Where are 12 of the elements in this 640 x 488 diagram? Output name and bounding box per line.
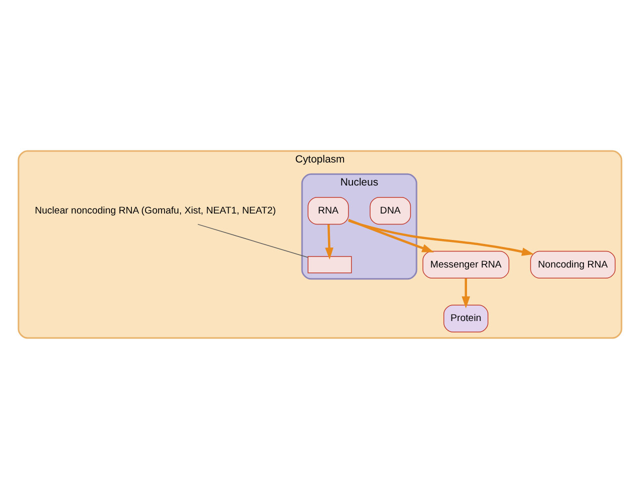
- node-text: Nuclear noncoding RNA (Gomafu, Xist, NEAT1, NEAT2): [34, 204, 276, 216]
- arrow: [462, 278, 470, 308]
- node-box: DNA: [370, 196, 411, 224]
- node-box: RNA: [308, 196, 349, 224]
- connector: [197, 223, 308, 258]
- node-box: Messenger RNA: [422, 250, 510, 278]
- arrow: [348, 218, 434, 252]
- node-box: Noncoding RNA: [530, 250, 616, 278]
- arrow: [325, 224, 334, 260]
- node-box: Protein: [443, 304, 488, 332]
- node-box: [308, 256, 352, 273]
- arrow: [348, 219, 534, 256]
